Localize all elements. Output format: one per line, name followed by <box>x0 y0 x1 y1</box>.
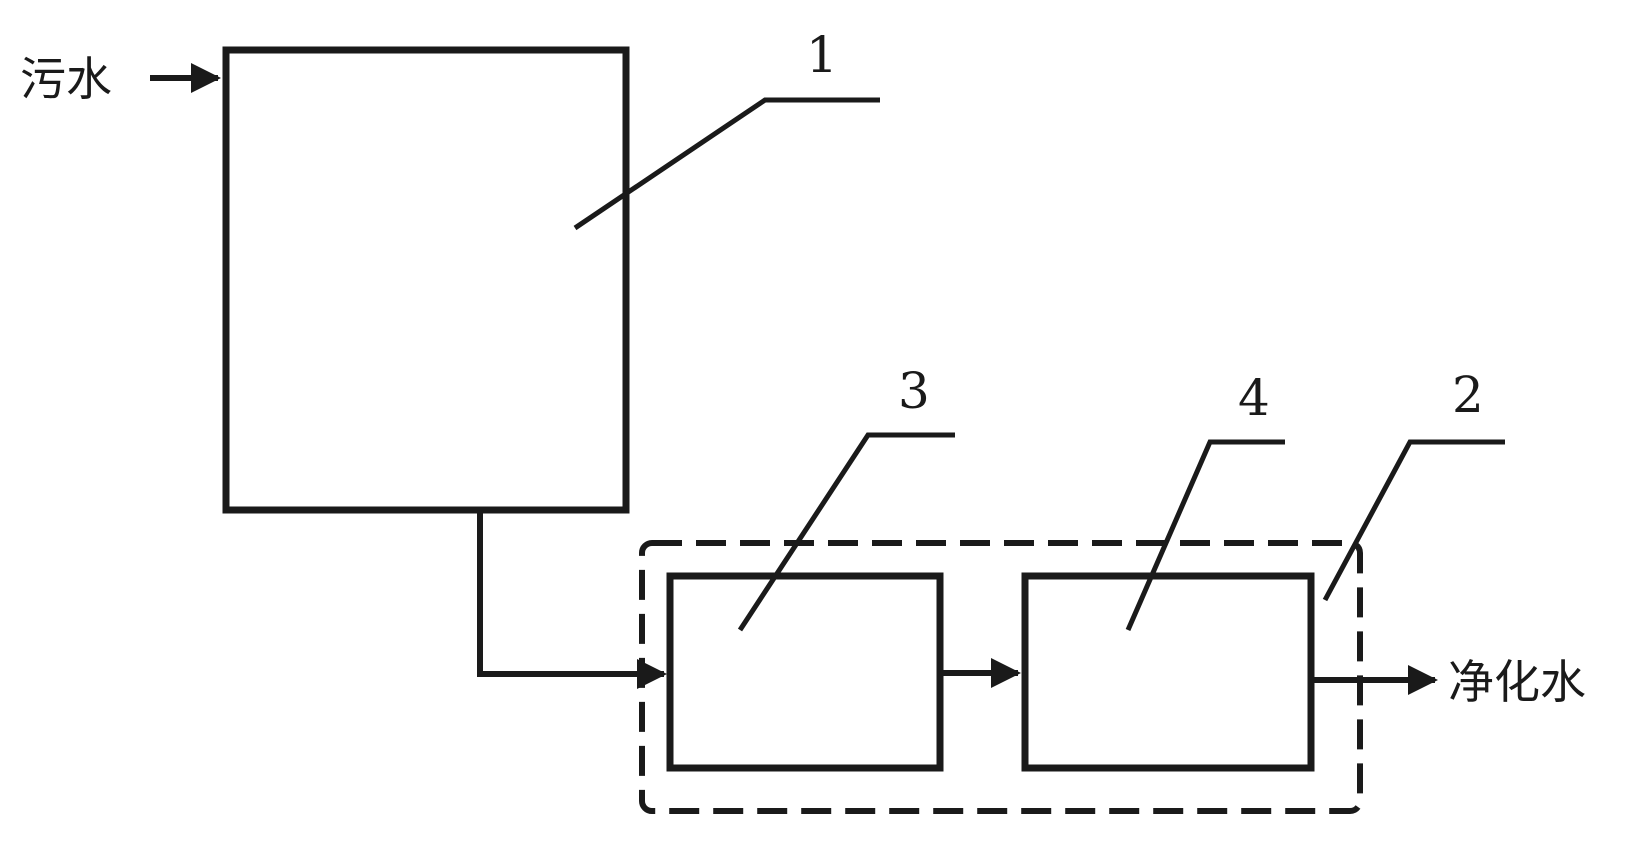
leader-line-1 <box>573 97 880 231</box>
first-stage-box <box>666 572 944 772</box>
tank-box <box>222 46 630 514</box>
leader-line-3 <box>737 432 955 632</box>
inlet-label: 污水 <box>20 52 112 106</box>
leader-line-2 <box>1322 439 1505 602</box>
outlet-label: 净化水 <box>1448 655 1586 709</box>
part-number-1: 1 <box>806 26 838 84</box>
second-stage-box <box>1021 572 1315 772</box>
part-number-4: 4 <box>1238 369 1270 427</box>
part-number-3: 3 <box>898 362 930 420</box>
leader-line-4 <box>1125 439 1285 631</box>
part-number-2: 2 <box>1452 366 1484 424</box>
tank-to-first-stage-arrow <box>477 510 667 689</box>
